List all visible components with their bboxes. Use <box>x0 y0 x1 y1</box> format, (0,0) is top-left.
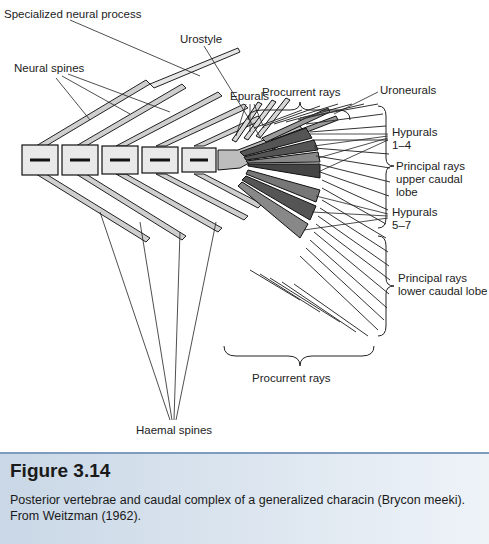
part-label: Principal rays lower caudal lobe <box>398 272 488 298</box>
bracket <box>224 102 394 366</box>
haemal-spine <box>36 174 262 242</box>
leader-line <box>56 20 388 420</box>
leader-line <box>304 196 388 230</box>
bracket <box>248 102 350 120</box>
leader-line <box>56 74 170 120</box>
hypural <box>238 128 320 238</box>
part-label: Procurrent rays <box>252 372 362 385</box>
principal-ray <box>300 104 390 330</box>
part-label: Hypurals 5–7 <box>392 206 442 232</box>
leader-line <box>100 212 216 420</box>
part-label: Specialized neural process <box>4 8 184 21</box>
figure-caption: Posterior vertebrae and caudal complex o… <box>10 492 478 524</box>
caption-panel <box>0 452 489 544</box>
part-label: Urostyle <box>180 33 250 46</box>
part-label: Hypurals 1–4 <box>392 126 442 152</box>
principal-ray <box>300 104 390 224</box>
part-label: Principal rays upper caudal lobe <box>396 160 486 199</box>
part-label: Uroneurals <box>380 84 460 97</box>
part-label: Neural spines <box>14 62 104 75</box>
neural-spine <box>116 92 222 146</box>
part-label: Haemal spines <box>136 424 246 437</box>
haemal-spine <box>156 174 248 220</box>
vertebra-centrum <box>22 145 216 175</box>
caption-panel <box>0 452 489 544</box>
haemal-spine <box>76 174 186 240</box>
procurrent-ray <box>250 104 368 336</box>
vertebra-centrum <box>30 159 208 162</box>
procurrent-ray <box>250 270 368 336</box>
hypural <box>238 182 308 238</box>
leader-line <box>236 104 264 136</box>
haemal-spine <box>116 174 222 232</box>
caption-panel <box>0 452 489 454</box>
bracket <box>378 106 394 228</box>
figure-title: Figure 3.14 <box>10 460 110 482</box>
leader-line <box>310 134 388 172</box>
bracket <box>224 346 374 366</box>
hypural <box>246 152 320 163</box>
part-label: Procurrent rays <box>262 86 372 99</box>
leader-line <box>70 20 200 76</box>
bracket <box>378 236 394 336</box>
